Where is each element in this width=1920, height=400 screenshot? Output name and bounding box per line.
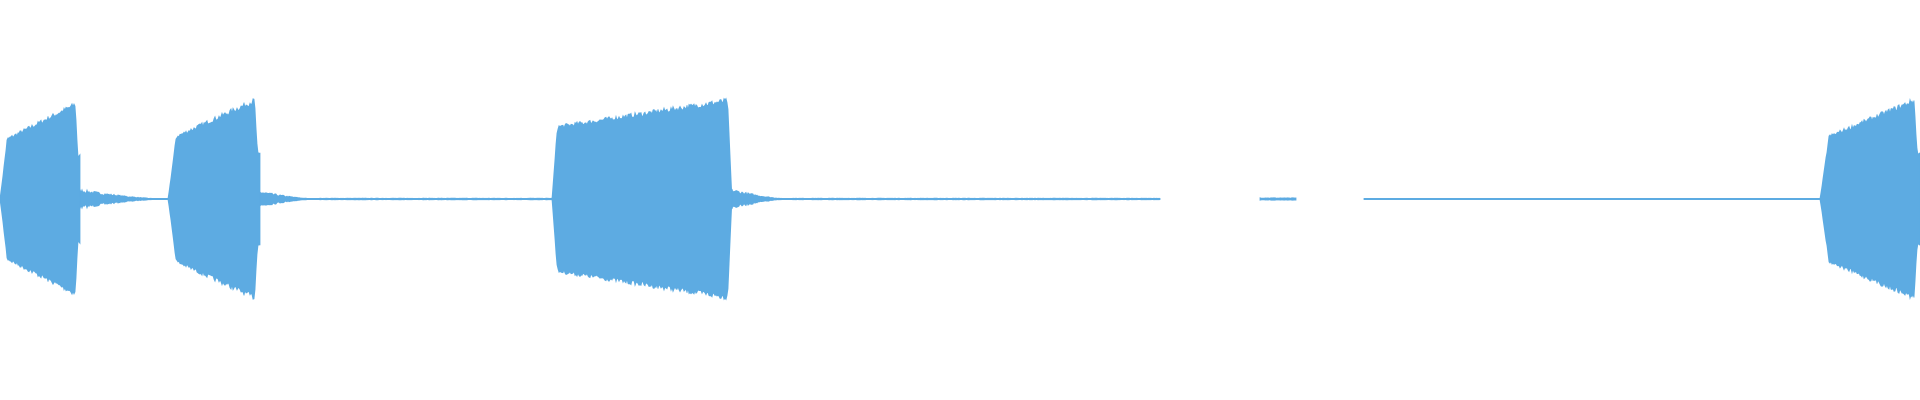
waveform-noise-8 bbox=[1259, 197, 1297, 201]
waveform-burst-10 bbox=[1819, 98, 1920, 300]
waveform-burst-2 bbox=[167, 98, 261, 300]
waveform-tail-6 bbox=[731, 188, 793, 210]
waveform-tail-1 bbox=[79, 188, 169, 210]
waveform-noise-7 bbox=[791, 197, 1161, 201]
waveform-tail-3 bbox=[259, 191, 321, 207]
waveform-burst-0 bbox=[0, 102, 81, 296]
waveform-noise-9 bbox=[1363, 197, 1821, 201]
waveform-noise-4 bbox=[319, 197, 553, 201]
waveform-burst-5 bbox=[551, 97, 733, 301]
